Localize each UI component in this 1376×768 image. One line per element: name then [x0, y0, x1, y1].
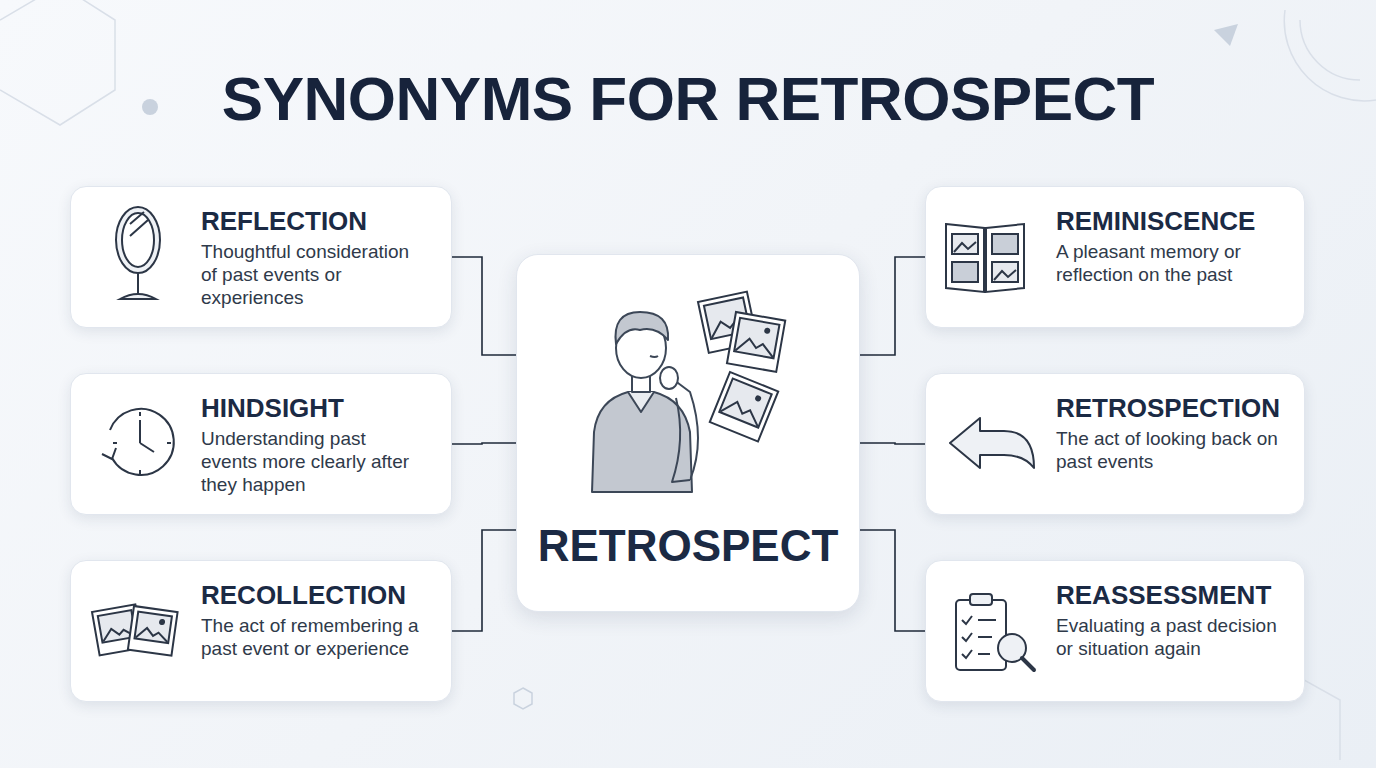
connector-line [452, 443, 516, 444]
photo-frames-part-part [721, 397, 764, 426]
photos-icon-part-part [101, 625, 134, 641]
album-icon-part [954, 242, 1016, 280]
synonym-definition: The act of remembering a past event or e… [201, 614, 425, 660]
diagram-title: SYNONYMS FOR RETROSPECT [0, 68, 1376, 130]
clock-icon [102, 409, 174, 475]
person-illustration-part [628, 392, 654, 412]
synonym-box: RETROSPECTION The act of looking back on … [925, 373, 1305, 515]
synonym-heading: REMINISCENCE [1056, 206, 1255, 236]
photo-frames-part-part [709, 316, 749, 338]
synonym-definition: Evaluating a past decision or situation … [1056, 614, 1280, 660]
person-illustration [592, 312, 698, 492]
clipboard-icon-part [998, 634, 1026, 662]
synonym-heading: HINDSIGHT [201, 393, 344, 423]
synonym-heading: RETROSPECTION [1056, 393, 1280, 423]
album-icon [946, 224, 1024, 292]
decor-shapes-part [1300, 20, 1360, 80]
photo-frames-part [727, 312, 785, 372]
photo-frames-part-part [704, 298, 750, 340]
album-icon-part [992, 234, 1018, 254]
synonym-heading: RECOLLECTION [201, 580, 406, 610]
person-illustration-part [674, 380, 698, 480]
photo-frames-part-part [764, 327, 771, 334]
synonym-box: REASSESSMENT Evaluating a past decision o… [925, 560, 1305, 702]
person-illustration-part [660, 367, 678, 389]
synonym-box: HINDSIGHT Understanding past events more … [70, 373, 452, 515]
synonym-heading: REFLECTION [201, 206, 367, 236]
photo-frames-part-part [735, 337, 775, 357]
person-illustration-part [592, 392, 692, 492]
photo-frames-part-part [754, 395, 762, 403]
clipboard-icon-part [1022, 658, 1034, 670]
photos-icon-part-part [159, 619, 166, 626]
decor-shapes-part [1284, 10, 1376, 101]
photos-icon-part-part [136, 627, 169, 642]
photo-frames-part [710, 372, 778, 442]
clipboard-icon-part [970, 594, 992, 605]
hub-label: RETROSPECT [517, 521, 859, 571]
hub-box: RETROSPECT [516, 254, 860, 612]
photo-frames-part-part [727, 312, 785, 372]
decor-triangle [1214, 24, 1238, 46]
photos-icon-part-part [98, 610, 136, 642]
synonym-definition: The act of looking back on past events [1056, 427, 1280, 473]
photos-icon-part [92, 604, 143, 655]
clock-icon-part [140, 420, 154, 452]
connector-line [860, 443, 925, 444]
connector-line [860, 257, 925, 355]
synonym-box: RECOLLECTION The act of remembering a pas… [70, 560, 452, 702]
decor-dot [142, 99, 158, 115]
album-icon-part [952, 234, 978, 254]
person-illustration-part [672, 398, 690, 482]
mirror-icon-part [120, 294, 156, 299]
mirror-icon-part [137, 273, 139, 293]
album-icon-part [952, 262, 978, 282]
mirror-icon [116, 207, 160, 299]
photos-icon-part [128, 606, 178, 656]
clock-icon-part [110, 409, 174, 475]
photo-frames [698, 292, 785, 442]
photo-frames-part-part [710, 372, 778, 442]
photo-frames-part-part [698, 292, 758, 353]
synonym-definition: Understanding past events more clearly a… [201, 427, 425, 496]
decor-shapes-part [514, 688, 532, 709]
photo-frames-part-part [734, 318, 779, 358]
photos-icon [92, 604, 178, 655]
person-illustration-part [616, 312, 669, 344]
photos-icon-part-part [128, 606, 178, 656]
person-illustration-part [632, 372, 650, 392]
synonym-definition: A pleasant memory or reflection on the p… [1056, 240, 1280, 286]
person-illustration-part [616, 318, 666, 378]
clipboard-icon-part [956, 600, 1006, 670]
clock-icon-part [113, 412, 171, 474]
connector-line [452, 530, 516, 631]
mirror-icon-part [122, 213, 154, 267]
synonym-box: REFLECTION Thoughtful consideration of pa… [70, 186, 452, 328]
clock-icon-part [102, 448, 116, 459]
synonym-box: REMINISCENCE A pleasant memory or reflect… [925, 186, 1305, 328]
clipboard-icon [956, 594, 1034, 670]
album-icon-part [984, 228, 986, 292]
album-icon-part [946, 224, 984, 292]
mirror-icon-part [130, 212, 148, 236]
photos-icon-part-part [92, 604, 143, 655]
person-illustration-part [650, 356, 658, 357]
synonym-definition: Thoughtful consideration of past events … [201, 240, 425, 309]
photo-frames-part [698, 292, 758, 353]
photos-icon-part-part [134, 612, 171, 643]
album-icon-part [992, 262, 1018, 282]
connector-line [452, 257, 516, 355]
photo-frames-part-part [719, 379, 771, 428]
mirror-icon-part [116, 207, 160, 273]
album-icon-part [986, 224, 1024, 292]
back-arrow-icon-part [950, 418, 1034, 468]
synonym-heading: REASSESSMENT [1056, 580, 1271, 610]
decor-shapes-part [0, 0, 115, 125]
back-arrow-icon [950, 418, 1034, 468]
clipboard-icon-part [962, 616, 996, 658]
connector-line [860, 530, 925, 631]
